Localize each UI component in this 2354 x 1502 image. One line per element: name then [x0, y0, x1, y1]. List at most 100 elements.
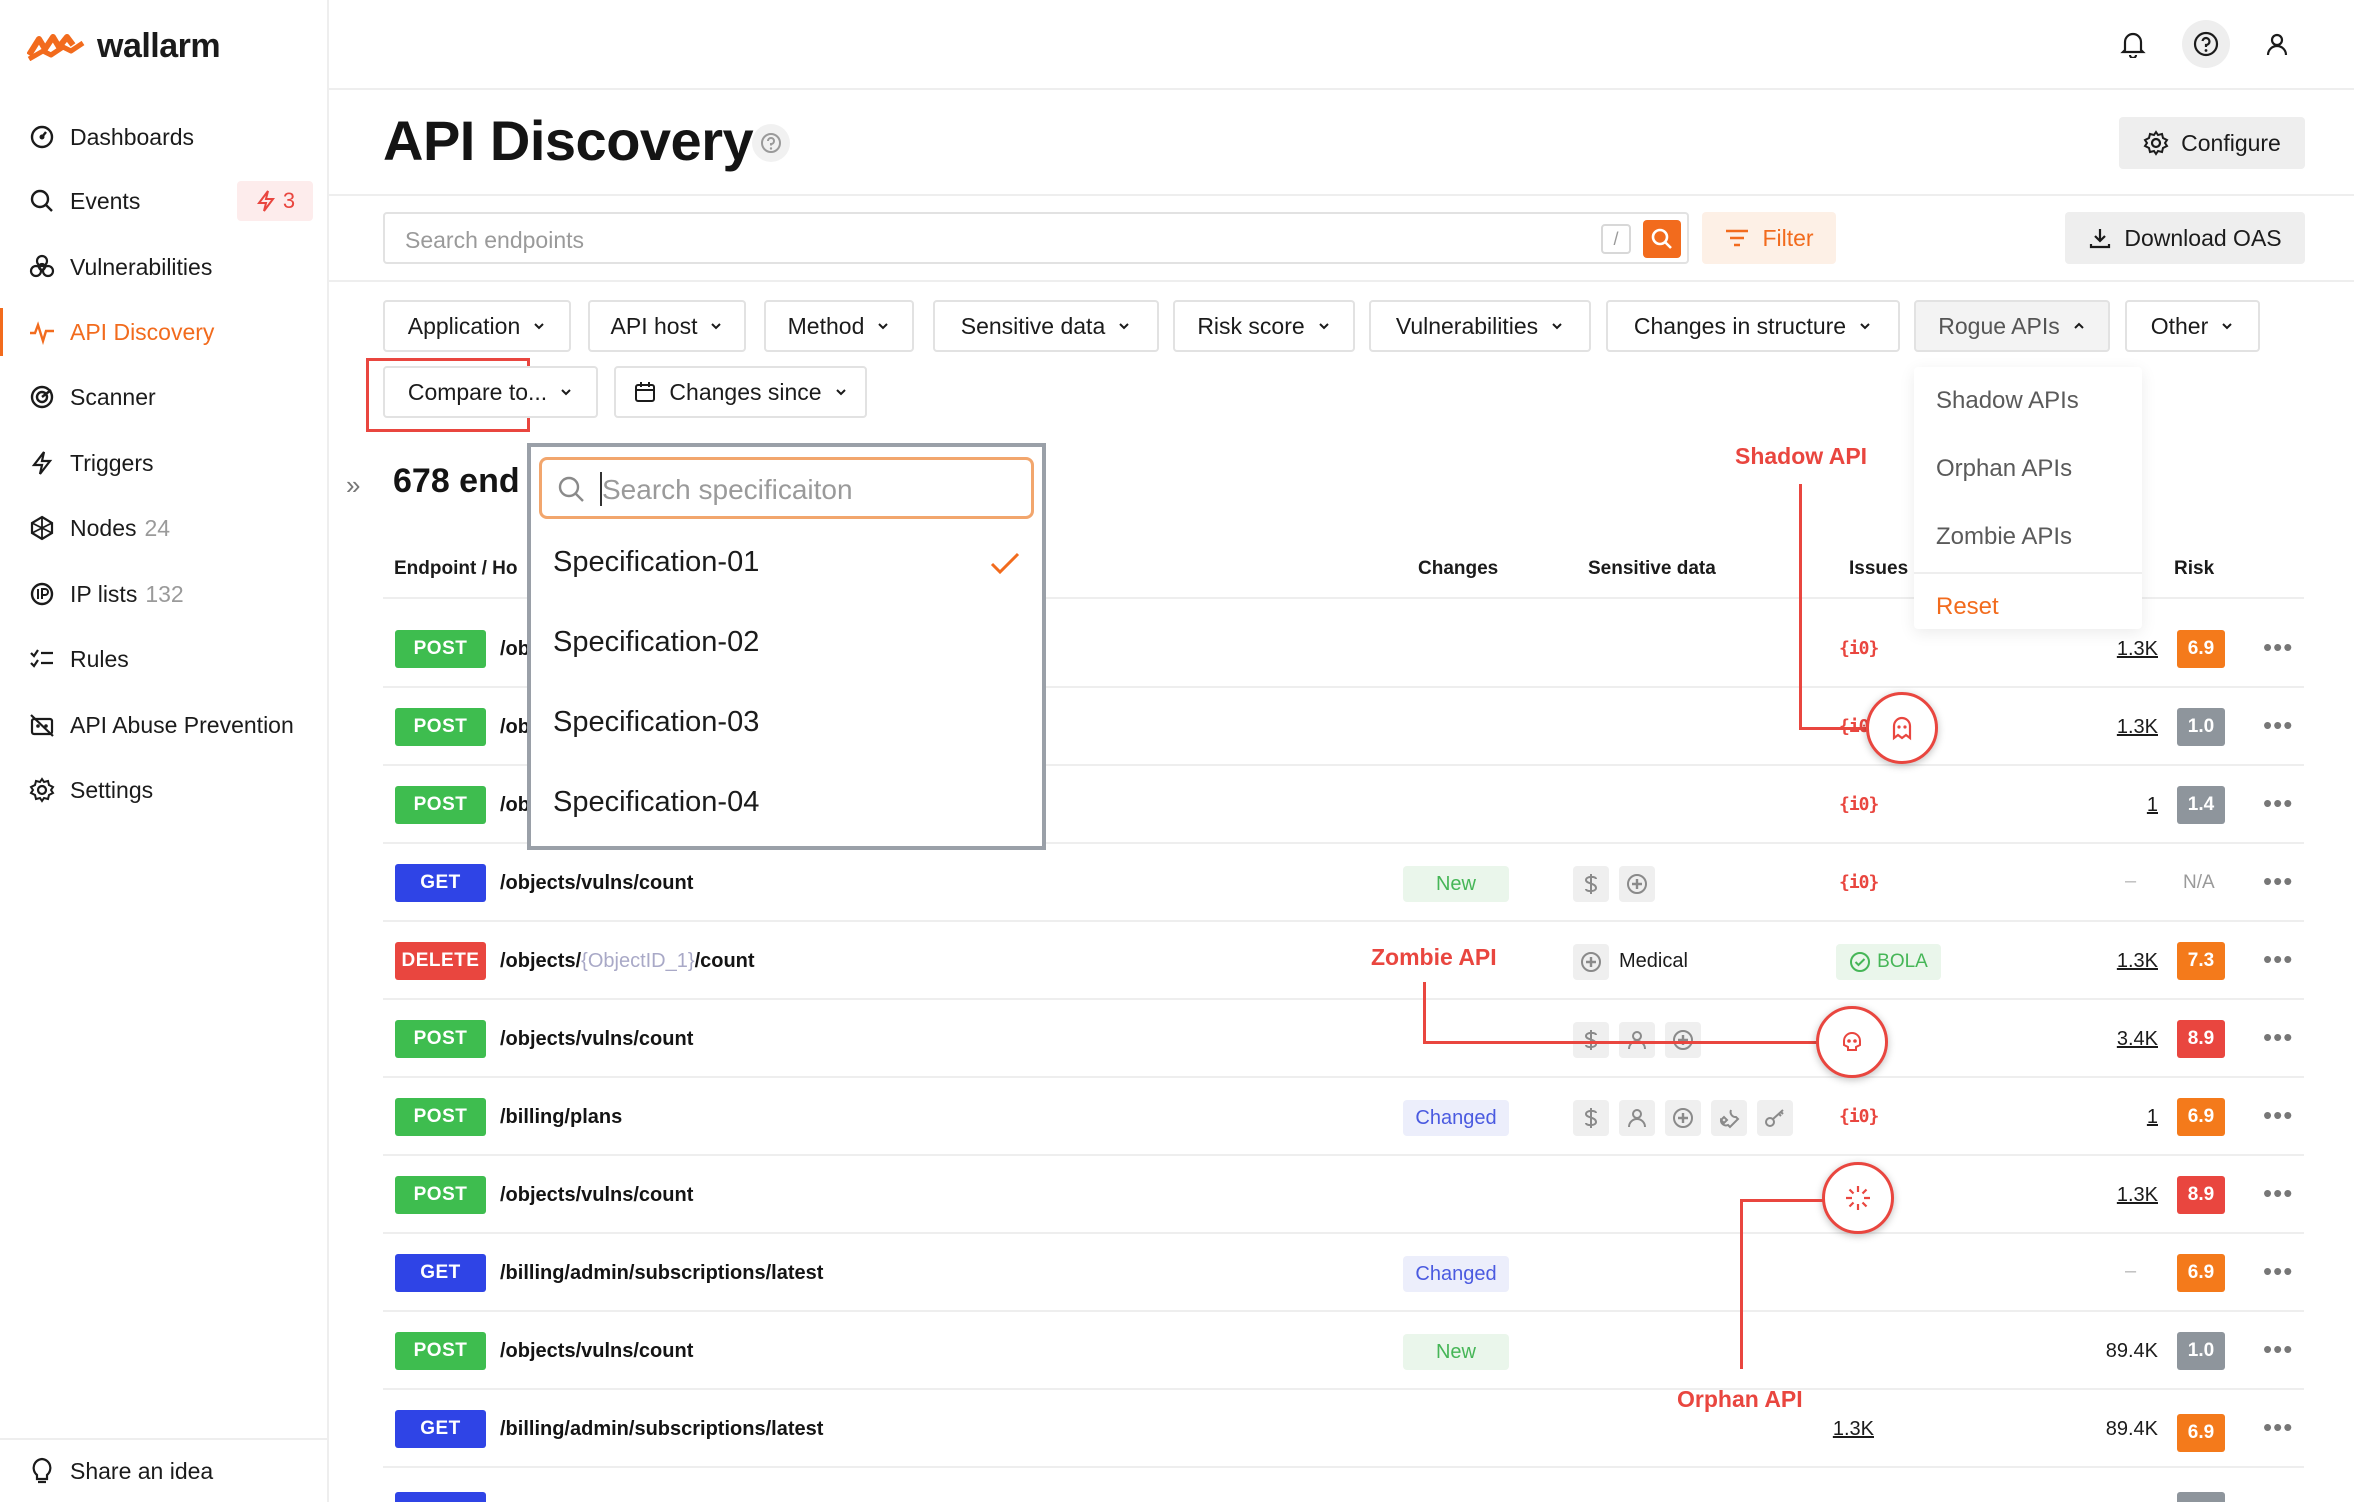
endpoint-path[interactable]: /ob	[500, 794, 530, 816]
endpoint-path[interactable]: /billing/admin/subscriptions/latest	[500, 1418, 824, 1440]
row-actions-button[interactable]: •••	[2263, 866, 2294, 896]
endpoint-path[interactable]: /billing/admin/subscriptions/latest	[500, 1262, 824, 1284]
expand-panel-icon[interactable]: »	[346, 470, 361, 500]
sidebar-item-scanner[interactable]: Scanner	[0, 369, 327, 425]
hits-count[interactable]: 1	[2146, 1106, 2158, 1128]
sidebar-item-ip-lists[interactable]: IP lists 132	[0, 566, 327, 622]
endpoint-path[interactable]: /ob	[500, 716, 530, 738]
table-row[interactable]: POST /objects/vulns/count New 89.4K 1.0 …	[383, 1312, 2304, 1390]
sidebar-item-api-discovery[interactable]: API Discovery	[0, 304, 327, 360]
wallarm-logo[interactable]: wallarm	[27, 26, 221, 66]
column-header-sensitive-data[interactable]: Sensitive data	[1588, 558, 1716, 579]
table-row[interactable]: GET /billing/admin/subscriptions/latest …	[383, 1390, 2304, 1468]
endpoint-path[interactable]: /objects/{ObjectID_1}/count	[500, 950, 755, 972]
broken-link-icon	[1822, 1162, 1894, 1234]
row-actions-button[interactable]: •••	[2263, 788, 2294, 818]
spec-option-02[interactable]: Specification-02	[553, 626, 760, 658]
endpoint-path[interactable]: /ob	[500, 638, 530, 660]
filter-sensitive-data[interactable]: Sensitive data	[933, 300, 1159, 352]
share-idea-button[interactable]: Share an idea	[0, 1438, 327, 1502]
endpoint-path[interactable]: /objects/vulns/count	[500, 1028, 694, 1050]
method-badge: POST	[395, 786, 486, 824]
table-row[interactable]: GET /objects/vulns/count New {i0} – N/A …	[383, 844, 2304, 922]
column-header-risk[interactable]: Risk	[2174, 558, 2215, 579]
filter-method[interactable]: Method	[764, 300, 914, 352]
bola-badge: BOLA	[1836, 944, 1941, 980]
ghost-icon	[1866, 692, 1938, 764]
table-row[interactable]: POST /billing/plans Changed {i0} 1 6.9 •…	[383, 1078, 2304, 1156]
dashboard-icon	[28, 123, 56, 151]
table-row[interactable]: POST /ob {i0} 1.3K 6.9 •••	[383, 610, 2304, 688]
column-header-issues[interactable]: Issues	[1849, 558, 1909, 579]
row-actions-button[interactable]: •••	[2263, 944, 2294, 974]
filter-other[interactable]: Other	[2125, 300, 2260, 352]
menu-item-orphan-apis[interactable]: Orphan APIs	[1936, 455, 2073, 482]
sidebar-item-triggers[interactable]: Triggers	[0, 435, 327, 491]
sidebar-item-settings[interactable]: Settings	[0, 762, 327, 818]
help-icon	[2193, 31, 2219, 57]
hits-count[interactable]: 1	[2146, 794, 2158, 816]
sidebar-item-events[interactable]: Events 3	[0, 173, 327, 229]
table-row[interactable]: POST /ob {i0} 1 1.4 •••	[383, 766, 2304, 844]
sidebar-item-dashboards[interactable]: Dashboards	[0, 109, 327, 165]
search-button[interactable]	[1643, 220, 1681, 258]
sidebar-item-rules[interactable]: Rules	[0, 631, 327, 687]
filter-risk-score[interactable]: Risk score	[1173, 300, 1355, 352]
compare-to-dropdown[interactable]: Compare to...	[383, 366, 598, 418]
filter-rogue-apis[interactable]: Rogue APIs	[1914, 300, 2110, 352]
endpoint-path[interactable]: /billing/plans	[500, 1106, 623, 1128]
spec-option-01[interactable]: Specification-01	[553, 546, 760, 578]
filter-button[interactable]: Filter	[1702, 212, 1836, 264]
search-specification-input[interactable]: Search specificaiton	[539, 457, 1034, 519]
hits-count[interactable]: 1.3K	[2116, 716, 2158, 738]
row-actions-button[interactable]: •••	[2263, 1412, 2294, 1442]
table-row[interactable]: POST /objects/vulns/count 1.3K 8.9 •••	[383, 1156, 2304, 1234]
row-actions-button[interactable]: •••	[2263, 710, 2294, 740]
column-header-endpoint[interactable]: Endpoint / Ho	[394, 558, 518, 579]
endpoints-count-title: 678 end	[393, 462, 520, 500]
sidebar-item-api-abuse-prevention[interactable]: API Abuse Prevention	[0, 697, 327, 753]
sidebar-item-label: Vulnerabilities	[70, 253, 213, 280]
filter-changes-in-structure[interactable]: Changes in structure	[1606, 300, 1900, 352]
row-actions-button[interactable]: •••	[2263, 1178, 2294, 1208]
table-row[interactable]: GET /billing/admin/subscriptions/latest …	[383, 1234, 2304, 1312]
download-oas-button[interactable]: Download OAS	[2065, 212, 2305, 264]
reset-button[interactable]: Reset	[1936, 593, 1999, 620]
filter-api-host[interactable]: API host	[588, 300, 746, 352]
hits-empty: –	[2125, 1260, 2137, 1282]
notifications-button[interactable]	[2109, 20, 2157, 68]
spec-option-03[interactable]: Specification-03	[553, 706, 760, 738]
filter-application[interactable]: Application	[383, 300, 571, 352]
spec-option-04[interactable]: Specification-04	[553, 786, 760, 818]
menu-item-zombie-apis[interactable]: Zombie APIs	[1936, 523, 2073, 550]
search-endpoints-input[interactable]: Search endpoints /	[383, 212, 1689, 264]
hits-count[interactable]: 3.4K	[2116, 1028, 2158, 1050]
profile-button[interactable]	[2253, 20, 2301, 68]
configure-button[interactable]: Configure	[2119, 117, 2305, 169]
row-actions-button[interactable]: •••	[2263, 1334, 2294, 1364]
dollar-icon	[1573, 1022, 1609, 1058]
method-badge: GET	[395, 1410, 486, 1448]
column-header-changes[interactable]: Changes	[1418, 558, 1499, 579]
endpoint-path[interactable]: /objects/vulns/count	[500, 1184, 694, 1206]
row-actions-button[interactable]: •••	[2263, 1100, 2294, 1130]
hits-count[interactable]: 1.3K	[2116, 638, 2158, 660]
table-row[interactable]: DELETE /objects/{ObjectID_1}/count Medic…	[383, 922, 2304, 1000]
title-help-button[interactable]	[752, 124, 790, 162]
menu-item-shadow-apis[interactable]: Shadow APIs	[1936, 387, 2079, 414]
endpoint-path[interactable]: /objects/vulns/count	[500, 1340, 694, 1362]
filter-vulnerabilities[interactable]: Vulnerabilities	[1369, 300, 1591, 352]
help-button[interactable]	[2182, 20, 2230, 68]
changes-since-dropdown[interactable]: Changes since	[614, 366, 867, 418]
node-icon	[28, 514, 56, 542]
table-row[interactable]: POST /objects/vulns/count 3.4K 8.9 •••	[383, 1000, 2304, 1078]
row-actions-button[interactable]: •••	[2263, 1022, 2294, 1052]
hits-count[interactable]: 1.3K	[1832, 1418, 1874, 1440]
sidebar-item-nodes[interactable]: Nodes 24	[0, 500, 327, 556]
hits-count[interactable]: 1.3K	[2116, 1184, 2158, 1206]
sidebar-item-vulnerabilities[interactable]: Vulnerabilities	[0, 239, 327, 295]
row-actions-button[interactable]: •••	[2263, 1256, 2294, 1286]
endpoint-path[interactable]: /objects/vulns/count	[500, 872, 694, 894]
row-actions-button[interactable]: •••	[2263, 632, 2294, 662]
hits-count[interactable]: 1.3K	[2116, 950, 2158, 972]
